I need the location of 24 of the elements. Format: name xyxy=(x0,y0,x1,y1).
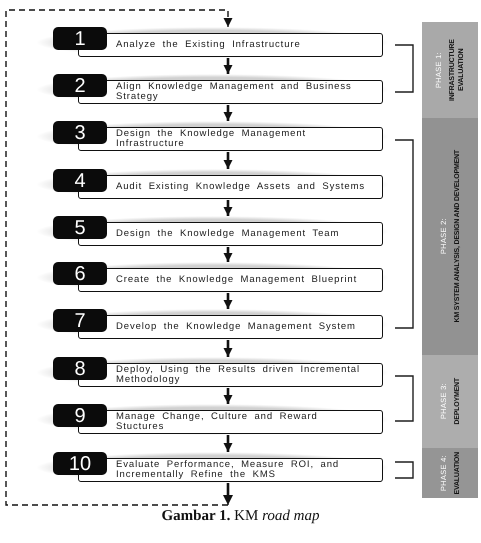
step-number-tab: 7 xyxy=(53,309,107,332)
arrow xyxy=(224,152,232,169)
step-number-tab: 9 xyxy=(53,404,107,427)
step-number-tab: 10 xyxy=(53,452,107,475)
step-number-tab: 5 xyxy=(53,216,107,239)
arrow xyxy=(224,340,232,357)
arrow xyxy=(224,105,232,121)
arrow xyxy=(224,388,232,404)
figure-caption: Gambar 1. KM road map xyxy=(160,507,320,525)
step-number-tab: 4 xyxy=(53,169,107,192)
step-number-tab: 3 xyxy=(53,121,107,144)
step-number-tab: 1 xyxy=(53,27,107,50)
arrow xyxy=(224,247,232,262)
step-number-tab: 8 xyxy=(53,357,107,380)
arrow xyxy=(224,200,232,216)
phase-band xyxy=(422,448,478,498)
phase-band xyxy=(422,22,478,118)
phase-band xyxy=(422,355,478,448)
phase-band xyxy=(422,118,478,355)
arrow xyxy=(224,435,232,452)
arrow xyxy=(224,293,232,309)
step-number-tab: 6 xyxy=(53,262,107,285)
step-number-tab: 2 xyxy=(53,74,107,97)
arrow xyxy=(224,58,232,74)
